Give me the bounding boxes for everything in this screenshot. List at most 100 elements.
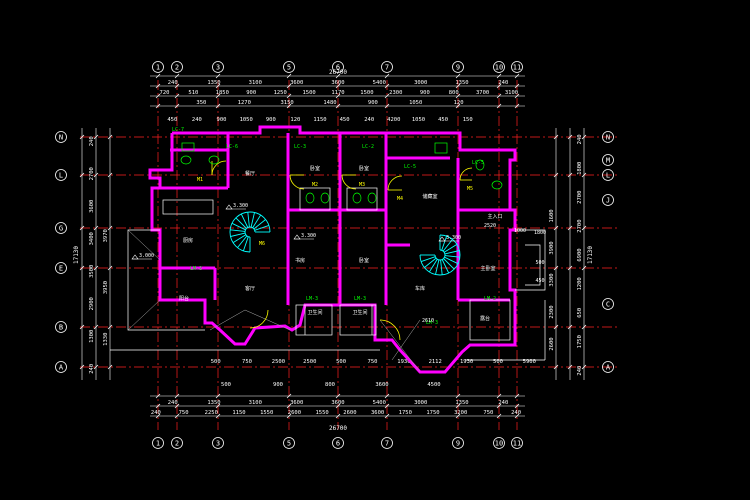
bottom-total-dimension: 26700 [329,425,347,432]
axis-bubble-right [602,298,614,310]
axis-bubble-left [55,262,67,274]
axis-label-right: J [606,197,610,205]
dimension-value: 1350 [455,400,468,406]
axis-label-bottom: 3 [216,440,220,448]
elevation-symbol [293,234,301,240]
dimension-value: 1750 [577,335,583,348]
axis-bubble-bottom [212,437,224,449]
dimension-value: 800 [325,382,335,388]
dimension-tick [581,172,587,178]
dimension-tick [581,265,587,271]
room-label: 主卧室 [480,265,495,272]
stair-right-tread [442,239,453,252]
dimension-value: 3600 [89,200,95,213]
dimension-value: 2700 [577,191,583,204]
dimension-value: 2600 [288,410,301,416]
dimension-tick [581,134,587,140]
axis-label-top: 10 [495,64,503,72]
window-tag: LC-3 [294,144,306,150]
dimension-tick [215,83,221,89]
axis-label-right: A [606,364,611,372]
door-tag: M2 [312,182,318,188]
dimension-tick [581,324,587,330]
elevation-value: 3.000 [139,253,154,259]
terrace-hatch [127,229,421,373]
dimension-value: 240 [192,117,202,123]
dimension-tick [567,364,573,370]
dimension-tick [215,403,221,409]
dimension-value: 1350 [455,80,468,86]
stair-left-tread [250,212,255,228]
fixtures [180,142,503,204]
stair-left-inner [244,226,256,238]
dimension-tick [155,403,161,409]
dimension-value: 500 [221,382,231,388]
dimension-value: 1480 [323,100,336,106]
dimension-value: 1500 [360,90,373,96]
window-tag: LC-5 [472,160,484,166]
annotation-value: 1000 [514,228,526,234]
dimension-value: 240 [577,134,583,144]
dimension-value: 900 [246,90,256,96]
dimension-value: 750 [179,410,189,416]
dimension-tick [496,93,502,99]
dimension-value: 3000 [414,80,427,86]
dimension-tick [79,324,85,330]
dimension-tick [384,403,390,409]
dimension-tick [384,93,390,99]
dimension-value: 1350 [207,400,220,406]
dimension-tick [79,364,85,370]
axis-bubble-top [171,61,183,73]
axis-label-bottom: 9 [456,440,460,448]
room-label: 主入口 [487,213,502,220]
annotation-value: 2520 [484,223,496,229]
axis-label-bottom: 11 [513,440,521,448]
axis-bubble-left [55,222,67,234]
dimension-value: 3600 [371,410,384,416]
window-tag: LM-2 [484,296,496,302]
dimension-value: 5400 [373,80,386,86]
axis-bubble-top [152,61,164,73]
stair-right-tread [443,244,458,253]
dimension-value: 750 [368,359,378,365]
stair-right-tread [444,255,460,258]
axis-label-bottom: 1 [156,440,160,448]
stair-left-tread [254,224,270,231]
axis-label-right: N [606,134,610,142]
dimension-tick [455,103,461,109]
dimension-tick [286,83,292,89]
dimension-value: 1500 [302,90,315,96]
dimension-value: 240 [498,80,508,86]
dimension-value: 5900 [523,359,536,365]
axis-label-top: 3 [216,64,220,72]
elevation-symbol [225,204,233,210]
left-total-dimension: 17130 [73,246,80,264]
dimension-tick [93,225,99,231]
dimension-tick [155,103,161,109]
dimension-tick [286,393,292,399]
dimension-value: 900 [217,117,227,123]
dimension-tick [581,225,587,231]
dimension-tick [455,93,461,99]
axis-label-left: B [59,324,63,332]
dimension-value: 240 [511,410,521,416]
axis-bubble-top [212,61,224,73]
dimension-tick [514,73,520,79]
dimension-value: 1550 [315,410,328,416]
stair-right-tread [441,259,450,274]
axis-label-top: 9 [456,64,460,72]
dimension-tick [384,393,390,399]
axis-label-bottom: 6 [336,440,340,448]
room-label: 书房 [295,257,305,264]
dimension-tick [384,73,390,79]
dimension-value: 500 [493,359,503,365]
dimension-value: 2250 [205,410,218,416]
dimension-tick [496,83,502,89]
axis-bubble-right [602,194,614,206]
dimension-tick [79,265,85,271]
dimension-value: 500 [336,359,346,365]
dimension-value: 3500 [89,265,95,278]
axis-bubble-left [55,131,67,143]
axis-label-right: L [606,172,610,180]
